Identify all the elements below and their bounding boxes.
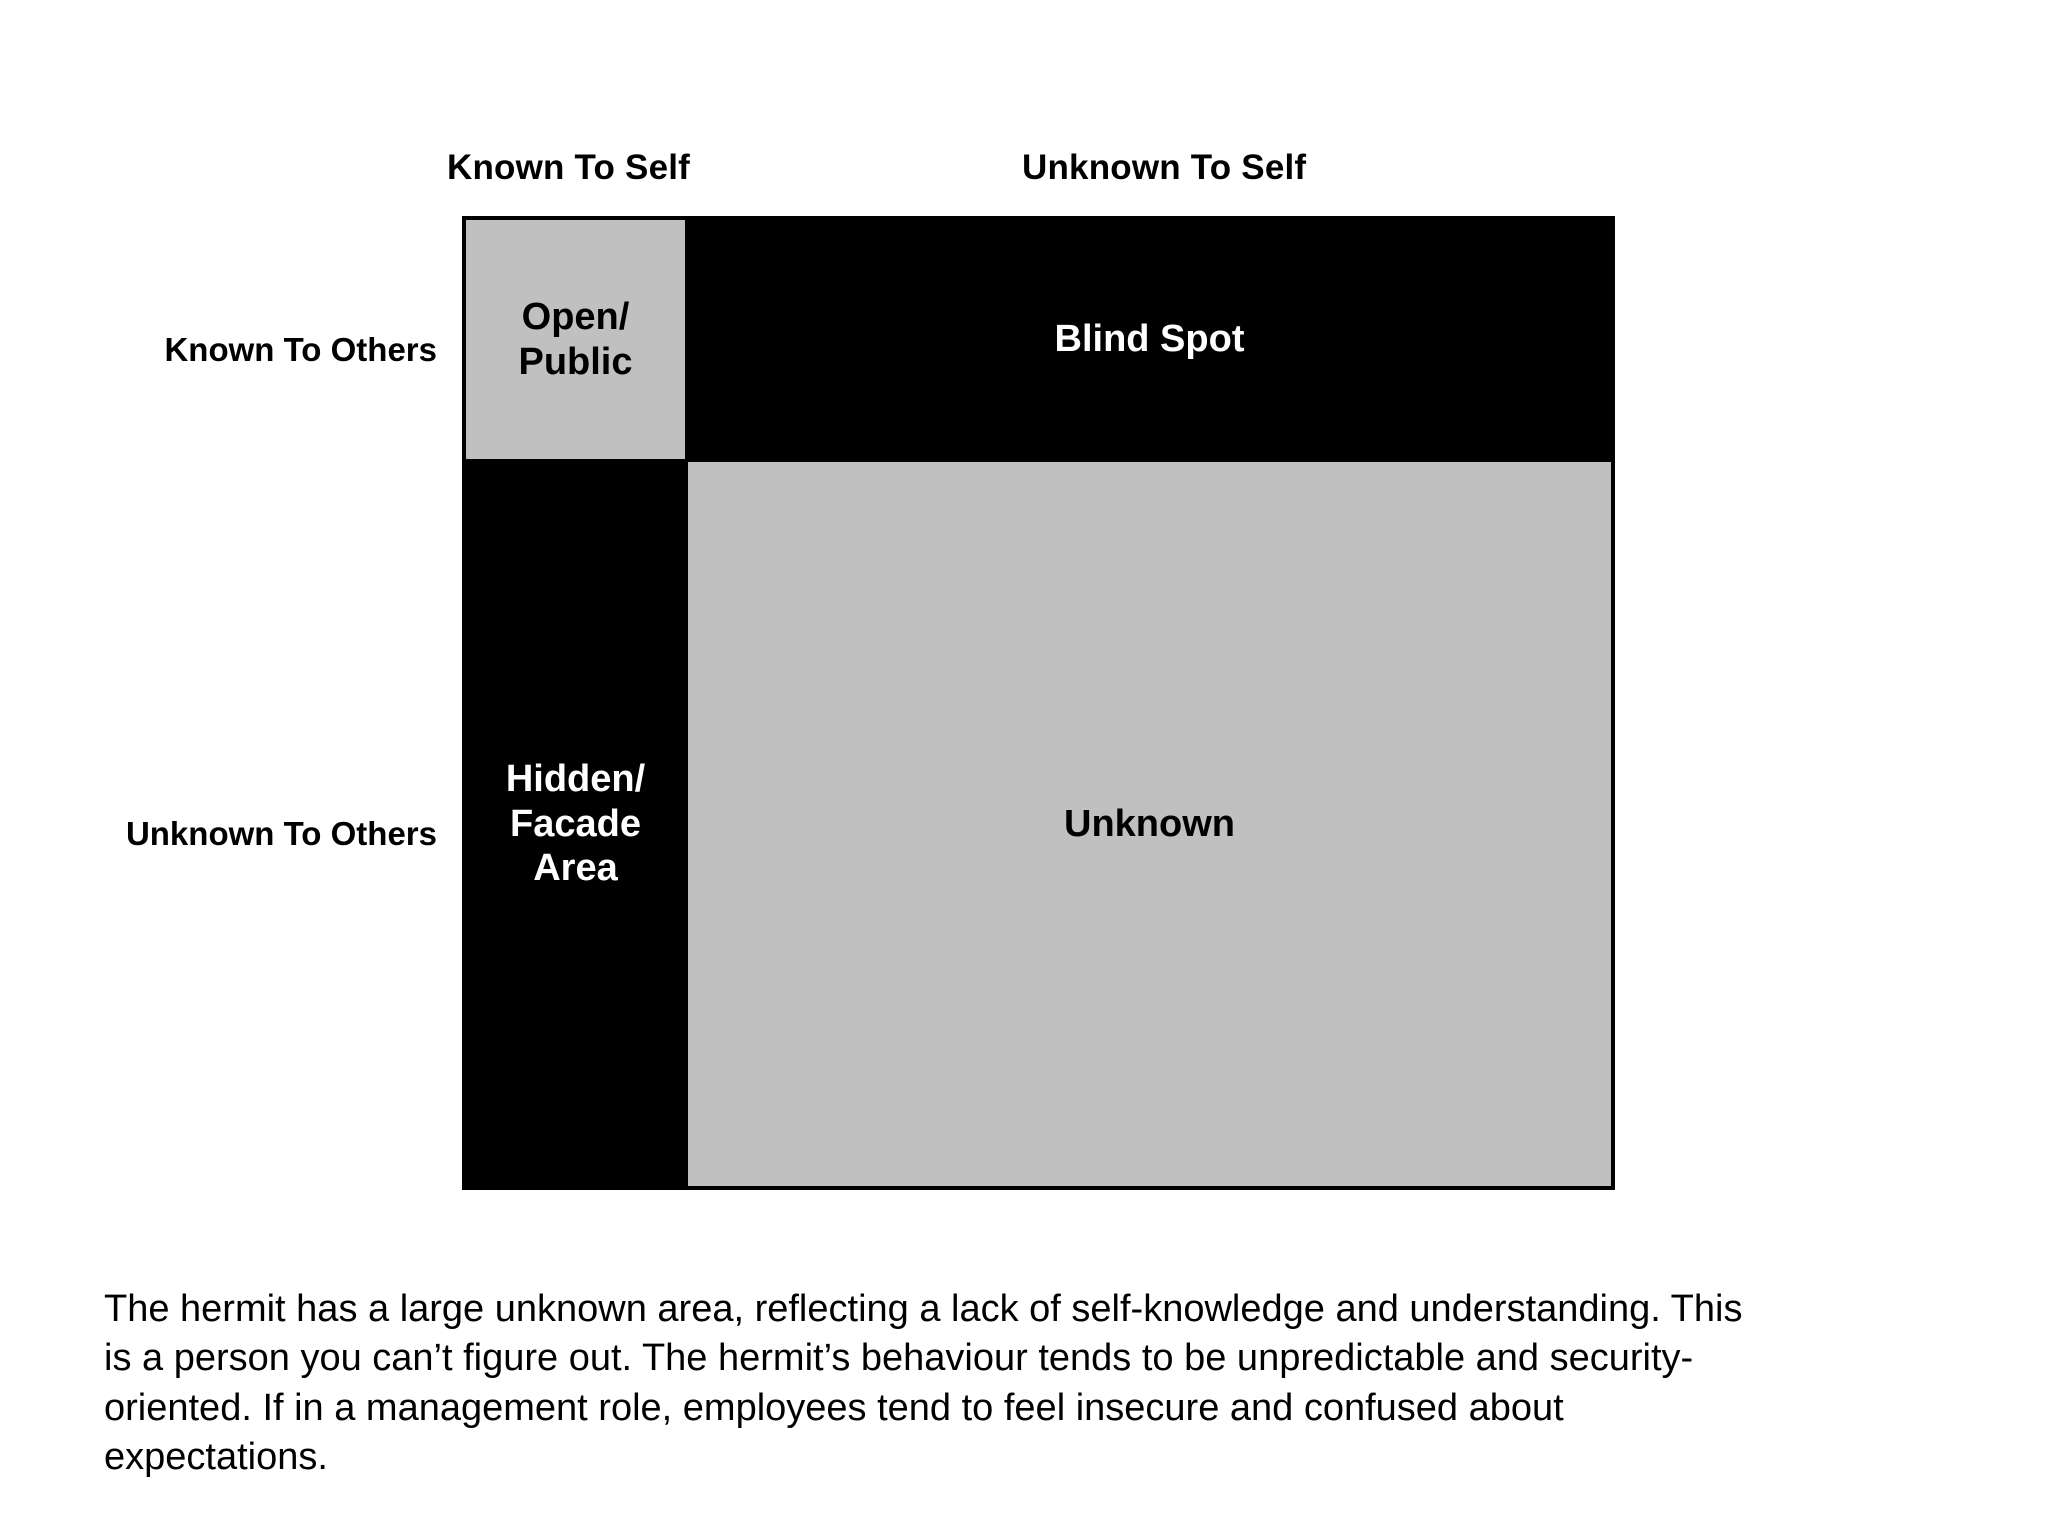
- quadrant-hidden-facade-area-line-2: Facade: [510, 802, 641, 845]
- column-header-unknown-to-self: Unknown To Self: [1022, 148, 1307, 187]
- description-line-1: The hermit has a large unknown area, ref…: [104, 1288, 1743, 1330]
- description-line-2: is a person you can’t figure out. The he…: [104, 1337, 1694, 1380]
- quadrant-open-public-label: Open/ Public: [518, 295, 632, 384]
- quadrant-unknown: Unknown: [688, 462, 1611, 1186]
- column-header-known-to-self: Known To Self: [447, 148, 691, 187]
- row-header-unknown-to-others: Unknown To Others: [125, 815, 437, 852]
- quadrant-hidden-facade-area-line-1: Hidden/: [505, 758, 646, 801]
- quadrant-hidden-facade-area-label: Hidden/ Facade Area: [506, 757, 645, 890]
- quadrant-open-public-line-1: Open/: [521, 296, 630, 339]
- description-paragraph: The hermit has a large unknown area, ref…: [104, 1285, 1988, 1483]
- johari-window-grid: Open/ Public Blind Spot Hidden/ Facade A…: [462, 216, 1615, 1190]
- description-line-4: expectations.: [104, 1436, 328, 1479]
- quadrant-open-public-line-2: Public: [518, 340, 633, 383]
- description-line-3: oriented. If in a management role, emplo…: [104, 1386, 1564, 1429]
- quadrant-unknown-label: Unknown: [1064, 802, 1235, 846]
- quadrant-unknown-line-1: Unknown: [1064, 802, 1235, 845]
- quadrant-hidden-facade-area-line-3: Area: [533, 847, 618, 890]
- quadrant-open-public: Open/ Public: [466, 220, 688, 462]
- row-header-known-to-others: Known To Others: [164, 331, 437, 368]
- quadrant-blind-spot-line-1: Blind Spot: [1054, 318, 1245, 361]
- quadrant-hidden-facade-area: Hidden/ Facade Area: [466, 462, 688, 1186]
- quadrant-blind-spot: Blind Spot: [688, 220, 1611, 462]
- quadrant-blind-spot-label: Blind Spot: [1055, 317, 1245, 361]
